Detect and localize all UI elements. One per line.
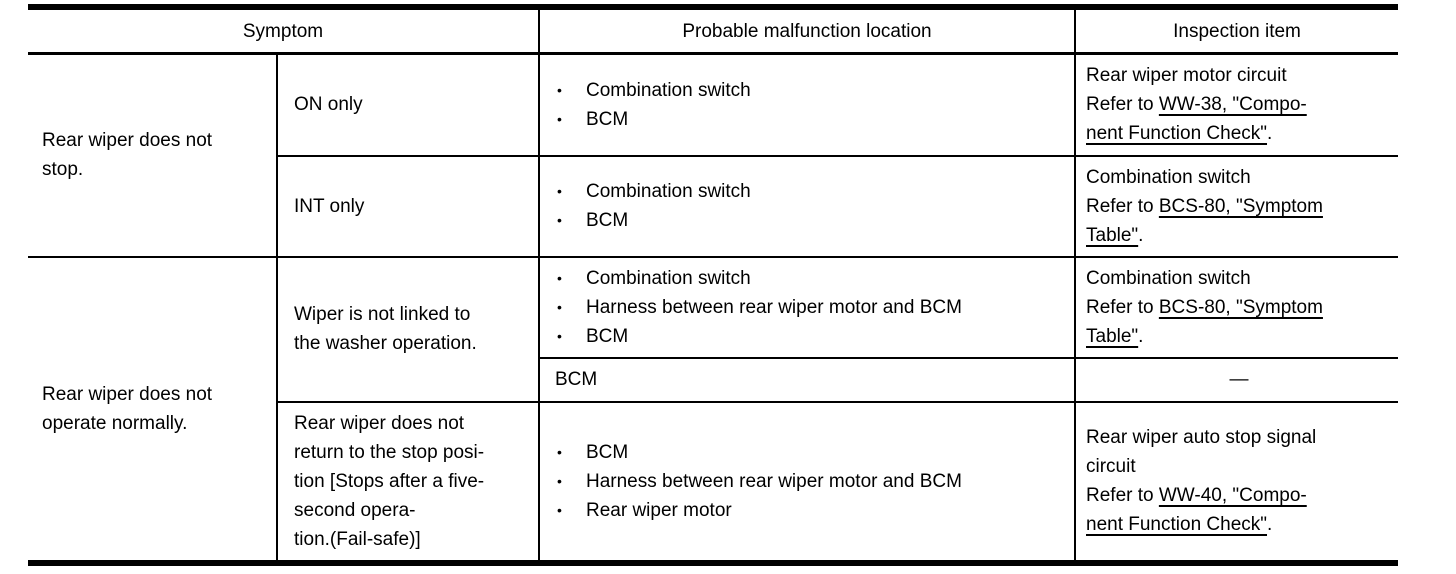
bullet-text: BCM (586, 210, 629, 231)
ref-link[interactable]: BCS-80, "Symptom (1158, 195, 1323, 217)
bullet-icon: • (557, 183, 562, 199)
bullet-item: • Harness between rear wiper motor and BC… (555, 293, 1068, 322)
bullet-icon: • (557, 81, 562, 98)
cell-sub-symptom-not-linked-washer: Wiper is not linked to the washer operati… (276, 255, 540, 403)
text-segment: Combination switch (1086, 166, 1251, 188)
text-segment: Combination switch (1086, 267, 1251, 289)
ref-link[interactable]: nent Function Check" (1086, 123, 1268, 145)
bullet-text: BCM (586, 441, 629, 463)
header-row: Symptom Probable malfunction location In… (28, 6, 1398, 55)
cell-locations-int-only: • Combination switch • BCM (538, 154, 1076, 258)
bullet-icon: • (557, 269, 562, 286)
cell-sub-symptom-not-return-stop-position: Rear wiper does not return to the stop po… (276, 400, 540, 564)
text-segment: Rear wiper auto stop signal (1086, 427, 1317, 448)
table-row: INT only • Combination switch • BCM Combina… (28, 154, 1398, 258)
text-segment: . (1138, 224, 1144, 246)
ref-link[interactable]: BCS-80, "Symptom (1158, 296, 1323, 318)
bullet-item: • BCM (555, 322, 1068, 351)
header-symptom: Symptom (28, 6, 540, 55)
header-malfunction-location: Probable malfunction location (538, 6, 1076, 55)
table-row: Rear wiper does not stop. ON only • Combin… (28, 52, 1398, 258)
bullet-icon: • (557, 472, 562, 489)
bullet-text: Rear wiper motor (586, 499, 732, 521)
text-segment: return to the stop posi- (294, 441, 485, 463)
text-segment: Refer to (1086, 195, 1159, 217)
text-segment: . (1267, 514, 1273, 535)
cell-inspection-dash: — (1074, 356, 1398, 403)
bullet-text: BCM (586, 108, 629, 130)
text-segment: operate normally. (42, 412, 188, 434)
text-segment: . (1138, 325, 1144, 347)
bullet-icon: • (557, 212, 562, 228)
cell-sub-symptom-int-only: INT only (276, 154, 540, 258)
bullet-icon: • (557, 443, 562, 460)
ref-link[interactable]: Table" (1086, 325, 1139, 347)
bullet-item: • Rear wiper motor (555, 496, 1068, 525)
bullet-item: • Harness between rear wiper motor and BC… (555, 467, 1068, 496)
symptom-table: Symptom Probable malfunction location In… (28, 4, 1398, 566)
text-segment: Refer to (1086, 485, 1159, 506)
text-segment: tion.(Fail-safe)] (294, 528, 421, 550)
cell-location-bcm: BCM (538, 356, 1076, 403)
text-segment: Rear wiper does not (42, 383, 213, 405)
bullet-text: Harness between rear wiper motor and BCM (586, 470, 962, 492)
text-segment: . (1267, 123, 1273, 145)
bullet-icon: • (557, 501, 562, 518)
symptom-table-container: Symptom Probable malfunction location In… (28, 4, 1398, 566)
ref-link[interactable]: WW-40, "Compo- (1158, 485, 1307, 506)
bullet-icon: • (557, 110, 562, 127)
cell-locations-on-only: • Combination switch • BCM (538, 52, 1076, 157)
bullet-item: • Combination switch (555, 264, 1068, 293)
text-segment: Rear wiper does not (294, 412, 465, 434)
header-inspection-item: Inspection item (1074, 6, 1398, 55)
ref-link[interactable]: Table" (1086, 224, 1139, 246)
table-row: Rear wiper does not return to the stop po… (28, 400, 1398, 564)
cell-sub-symptom-on-only: ON only (276, 52, 540, 157)
bullet-item: • BCM (555, 105, 1068, 134)
cell-symptom-group-does-not-stop: Rear wiper does not stop. (28, 52, 278, 258)
bullet-item: • BCM (555, 206, 1068, 235)
bullet-text: Combination switch (586, 267, 751, 289)
ref-link[interactable]: WW-38, "Compo- (1158, 94, 1307, 116)
text-segment: Refer to (1086, 94, 1159, 116)
cell-locations-not-linked-washer: • Combination switch • Harness between rear… (538, 255, 1076, 359)
table-row: BCM — (28, 356, 1398, 403)
bullet-item: • Combination switch (555, 76, 1068, 105)
table-row: Rear wiper does not operate normally. Wip… (28, 255, 1398, 564)
cell-locations-not-return-stop-position: • BCM • Harness between rear wiper motor an… (538, 400, 1076, 564)
bullet-text: Harness between rear wiper motor and BCM (586, 296, 962, 318)
bullet-text: BCM (586, 325, 629, 347)
cell-symptom-group-not-operate-normally: Rear wiper does not operate normally. (28, 255, 278, 564)
text-segment: tion [Stops after a five- (294, 470, 485, 492)
bullet-icon: • (557, 327, 562, 344)
text-segment: Rear wiper motor circuit (1086, 65, 1287, 87)
text-segment: the washer operation. (294, 333, 477, 354)
text-segment: second opera- (294, 499, 416, 521)
text-segment: stop. (42, 159, 84, 181)
text-segment: Wiper is not linked to (294, 304, 471, 325)
bullet-icon: • (557, 298, 562, 315)
bullet-text: Combination switch (586, 181, 751, 202)
text-segment: Rear wiper does not (42, 130, 213, 152)
bullet-item: • Combination switch (555, 177, 1068, 206)
text-segment: Refer to (1086, 296, 1159, 318)
bullet-text: Combination switch (586, 79, 751, 101)
text-segment: circuit (1086, 456, 1136, 477)
ref-link[interactable]: nent Function Check" (1086, 514, 1268, 535)
bullet-item: • BCM (555, 438, 1068, 467)
